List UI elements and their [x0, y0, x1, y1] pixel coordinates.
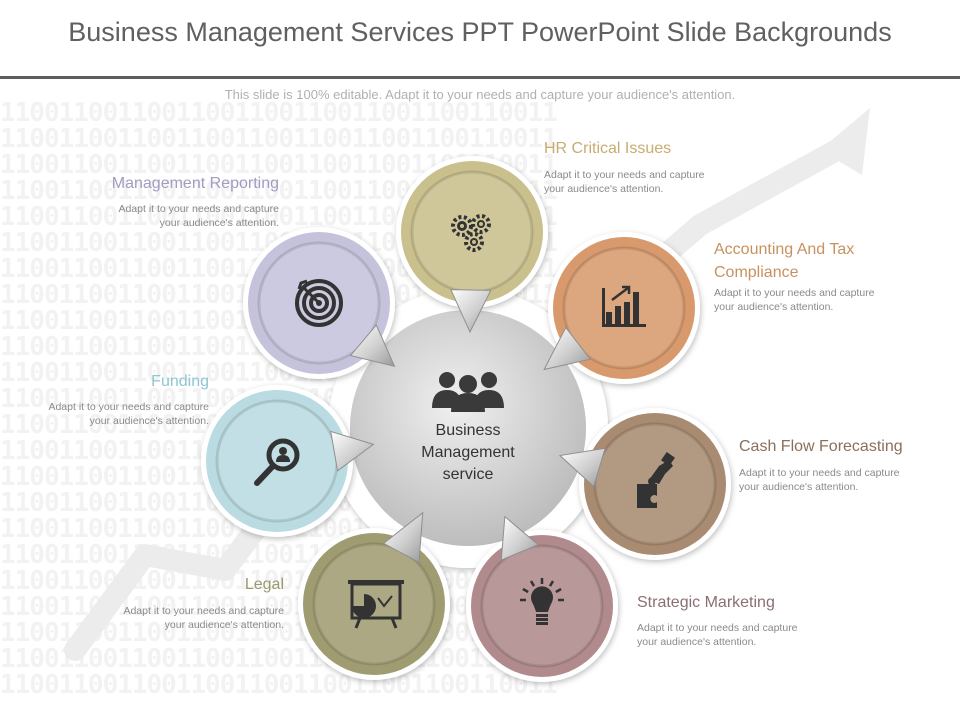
desc-line: your audience's attention. [164, 619, 284, 631]
lightbulb-icon [520, 578, 564, 625]
center-label-line1: Business [435, 422, 501, 439]
node-desc-accounting: Adapt it to your needs and capture your … [714, 286, 914, 314]
node-desc-hr: Adapt it to your needs and capture your … [544, 168, 744, 196]
connector-tab [382, 511, 424, 564]
title-line: Accounting And Tax [714, 241, 855, 258]
diagram-node-6 [243, 227, 395, 379]
search-person-icon [254, 438, 300, 486]
connector-tab [558, 447, 606, 488]
node-desc-funding: Adapt it to your needs and capture your … [9, 400, 209, 428]
diagram-node-3 [466, 530, 618, 682]
node-title-accounting: Accounting And Tax Compliance [714, 238, 854, 284]
desc-line: Adapt it to your needs and capture [123, 605, 284, 617]
title-line: Compliance [714, 264, 799, 281]
center-label-line2: Management [421, 444, 515, 461]
desc-line: your audience's attention. [544, 183, 664, 195]
desc-line: Adapt it to your needs and capture [118, 203, 279, 215]
node-desc-marketing: Adapt it to your needs and capture your … [637, 621, 837, 649]
slide-title: Business Management Services PPT PowerPo… [68, 17, 892, 47]
diagram-node-5 [201, 385, 353, 537]
node-desc-cashflow: Adapt it to your needs and capture your … [739, 466, 939, 494]
node-title-cashflow: Cash Flow Forecasting [739, 438, 903, 455]
connector-tab [543, 326, 592, 371]
connector-tab [349, 324, 396, 368]
center-label-line3: service [442, 466, 494, 483]
node-title-legal: Legal [244, 576, 284, 593]
desc-line: your audience's attention. [739, 481, 859, 493]
slide-subtitle: This slide is 100% editable. Adapt it to… [224, 87, 736, 102]
target-icon [295, 279, 343, 327]
desc-line: Adapt it to your needs and capture [48, 401, 209, 413]
desc-line: your audience's attention. [89, 415, 209, 427]
connector-tab [330, 430, 375, 472]
puzzle-hand-icon [637, 452, 675, 508]
desc-line: your audience's attention. [159, 217, 279, 229]
presentation-board-icon [348, 580, 404, 629]
center-hub [350, 310, 586, 546]
connector-tab [500, 515, 540, 561]
desc-line: Adapt it to your needs and capture [739, 467, 900, 479]
desc-line: your audience's attention. [637, 636, 757, 648]
people-group-icon [432, 372, 504, 412]
node-title-hr: HR Critical Issues [544, 140, 672, 157]
desc-line: Adapt it to your needs and capture [637, 622, 798, 634]
bar-chart-growth-icon [602, 285, 646, 327]
node-desc-reporting: Adapt it to your needs and capture your … [79, 202, 279, 230]
diagram-node-1 [548, 232, 700, 384]
title-divider [0, 76, 960, 79]
diagram-node-2 [579, 408, 731, 560]
desc-line: Adapt it to your needs and capture [714, 287, 875, 299]
desc-line: Adapt it to your needs and capture [544, 169, 705, 181]
node-title-marketing: Strategic Marketing [637, 594, 775, 611]
node-title-funding: Funding [151, 373, 209, 390]
diagram-node-4 [298, 528, 450, 680]
desc-line: your audience's attention. [714, 301, 834, 313]
node-highlight [412, 172, 532, 292]
node-desc-legal: Adapt it to your needs and capture your … [84, 604, 284, 632]
diagram-node-0 [396, 156, 548, 308]
node-title-reporting: Management Reporting [111, 175, 279, 192]
gears-icon [451, 214, 491, 252]
connector-tab [450, 289, 492, 334]
center-label: Business Management service [400, 420, 536, 486]
